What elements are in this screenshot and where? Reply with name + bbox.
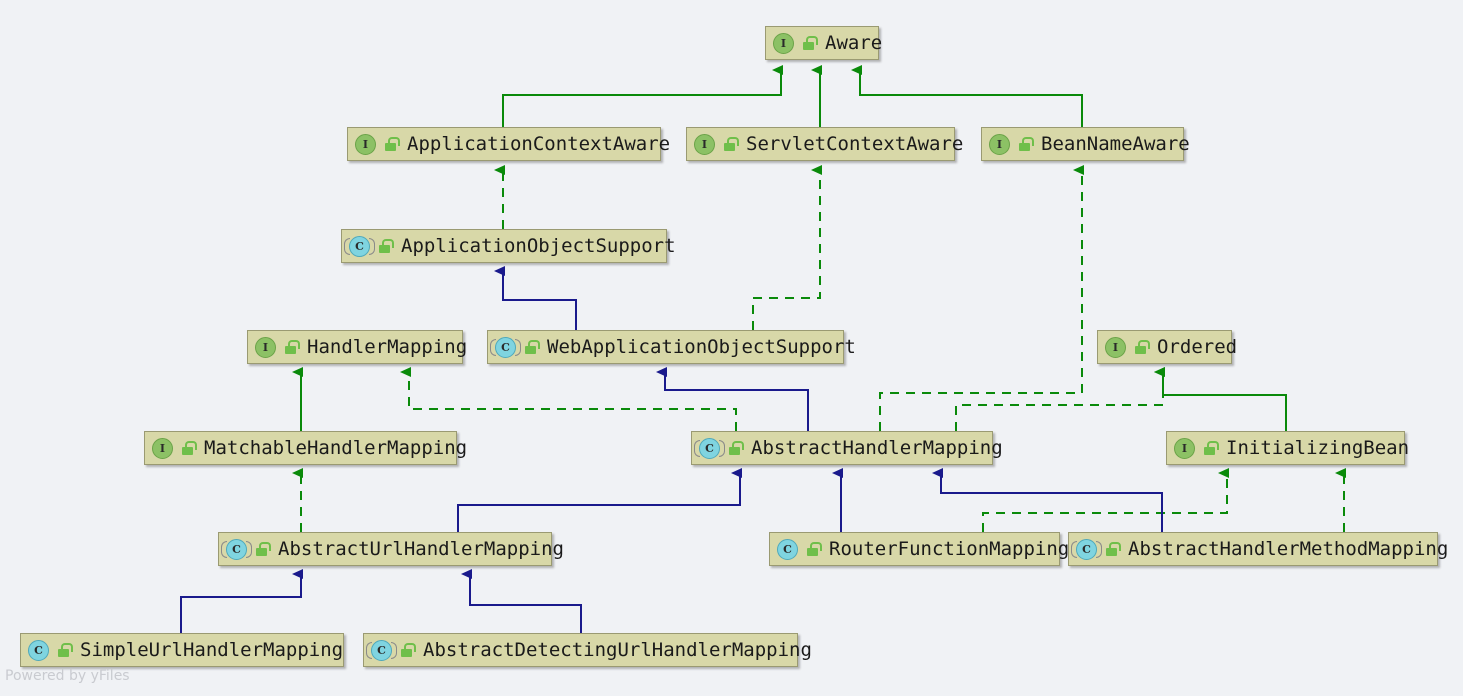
unlocked-padlock-icon — [807, 541, 822, 557]
realization-edges — [292, 165, 1346, 532]
interface-badge-icon: I — [152, 437, 173, 459]
edge-webapplicationobjectsupport-servletcontextaware — [752, 165, 822, 330]
abstract-class-badge-icon: C — [1071, 538, 1102, 560]
node-label: AbstractUrlHandlerMapping — [278, 537, 564, 560]
node-router-function-mapping[interactable]: C RouterFunctionMapping — [769, 532, 1069, 566]
class-badge-icon: C — [28, 639, 49, 661]
node-label: MatchableHandlerMapping — [204, 436, 468, 459]
node-label: AbstractHandlerMapping — [751, 436, 1003, 459]
node-abstract-url-handler-mapping[interactable]: C AbstractUrlHandlerMapping — [218, 532, 564, 566]
edge-abstracthandlermapping-beannameaware — [879, 165, 1084, 431]
interface-badge-icon: I — [694, 133, 715, 155]
unlocked-padlock-icon — [1204, 440, 1219, 456]
unlocked-padlock-icon — [729, 440, 744, 456]
edge-abstracthandlermapping-webapplicationobjectsupport — [656, 367, 809, 431]
node-label: AbstractDetectingUrlHandlerMapping — [423, 638, 812, 661]
unlocked-padlock-icon — [256, 541, 271, 557]
unlocked-padlock-icon — [58, 642, 73, 658]
interface-badge-icon: I — [773, 32, 794, 54]
node-bean-name-aware[interactable]: I BeanNameAware — [981, 127, 1190, 161]
node-label: InitializingBean — [1226, 436, 1410, 459]
unlocked-padlock-icon — [285, 339, 300, 355]
abstract-class-badge-icon: C — [366, 639, 397, 661]
abstract-class-badge-icon: C — [221, 538, 252, 560]
edge-initializingbean-ordered — [1154, 367, 1287, 431]
node-application-context-aware[interactable]: I ApplicationContextAware — [347, 127, 670, 161]
unlocked-padlock-icon — [1019, 136, 1034, 152]
edge-webapplicationobjectsupport-applicationobjectsupport — [494, 266, 577, 330]
unlocked-padlock-icon — [525, 339, 540, 355]
unlocked-padlock-icon — [724, 136, 739, 152]
unlocked-padlock-icon — [379, 238, 394, 254]
unlocked-padlock-icon — [182, 440, 197, 456]
node-web-application-object-support[interactable]: C WebApplicationObjectSupport — [487, 330, 856, 364]
interface-badge-icon: I — [1174, 437, 1195, 459]
class-badge-icon: C — [777, 538, 798, 560]
node-abstract-detecting-url-handler-mapping[interactable]: C AbstractDetectingUrlHandlerMapping — [363, 633, 812, 667]
node-handler-mapping[interactable]: I HandlerMapping — [247, 330, 467, 364]
interface-badge-icon: I — [355, 133, 376, 155]
edge-applicationcontextaware-aware — [502, 65, 783, 127]
edge-routerfunctionmapping-initializingbean — [982, 468, 1229, 532]
node-matchable-handler-mapping[interactable]: I MatchableHandlerMapping — [144, 431, 467, 465]
node-abstract-handler-method-mapping[interactable]: C AbstractHandlerMethodMapping — [1068, 532, 1448, 566]
unlocked-padlock-icon — [1135, 339, 1150, 355]
abstract-class-badge-icon: C — [490, 336, 521, 358]
edge-abstracthandlermethodmapping-abstracthandlermapping — [932, 468, 1163, 532]
node-initializing-bean[interactable]: I InitializingBean — [1166, 431, 1409, 465]
unlocked-padlock-icon — [401, 642, 416, 658]
abstract-class-badge-icon: C — [694, 437, 725, 459]
node-ordered[interactable]: I Ordered — [1097, 330, 1237, 364]
unlocked-padlock-icon — [385, 136, 400, 152]
node-label: ServletContextAware — [746, 132, 964, 155]
interface-badge-icon: I — [1105, 336, 1126, 358]
node-label: BeanNameAware — [1041, 132, 1190, 155]
edge-abstracthandlermapping-ordered — [955, 367, 1165, 431]
node-aware[interactable]: I Aware — [765, 26, 883, 60]
inheritance-edges — [180, 266, 1163, 633]
unlocked-padlock-icon — [1106, 541, 1121, 557]
unlocked-padlock-icon — [803, 35, 818, 51]
node-abstract-handler-mapping[interactable]: C AbstractHandlerMapping — [691, 431, 1003, 465]
interface-badge-icon: I — [255, 336, 276, 358]
node-label: HandlerMapping — [307, 335, 468, 358]
node-label: WebApplicationObjectSupport — [547, 335, 856, 358]
edge-abstractdetectingurlhandlermapping-abstracturlhandlermapping — [461, 569, 582, 633]
yfiles-watermark: Powered by yFiles — [5, 668, 130, 684]
implements-edges — [292, 65, 1287, 431]
edge-abstracthandlermapping-handlermapping — [400, 367, 737, 431]
node-label: ApplicationContextAware — [407, 132, 671, 155]
node-label: AbstractHandlerMethodMapping — [1128, 537, 1449, 560]
node-label: RouterFunctionMapping — [829, 537, 1070, 560]
edge-simpleurlhandlermapping-abstracturlhandlermapping — [180, 569, 303, 633]
abstract-class-badge-icon: C — [344, 235, 375, 257]
node-label: Ordered — [1157, 335, 1238, 358]
node-label: Aware — [825, 31, 883, 54]
node-application-object-support[interactable]: C ApplicationObjectSupport — [341, 229, 676, 263]
node-label: SimpleUrlHandlerMapping — [80, 638, 344, 661]
node-label: ApplicationObjectSupport — [401, 234, 676, 257]
node-simple-url-handler-mapping[interactable]: C SimpleUrlHandlerMapping — [20, 633, 344, 667]
interface-badge-icon: I — [989, 133, 1010, 155]
node-servlet-context-aware[interactable]: I ServletContextAware — [686, 127, 963, 161]
edge-abstracturlhandlermapping-abstracthandlermapping — [457, 468, 742, 532]
edge-beannameaware-aware — [851, 65, 1083, 127]
